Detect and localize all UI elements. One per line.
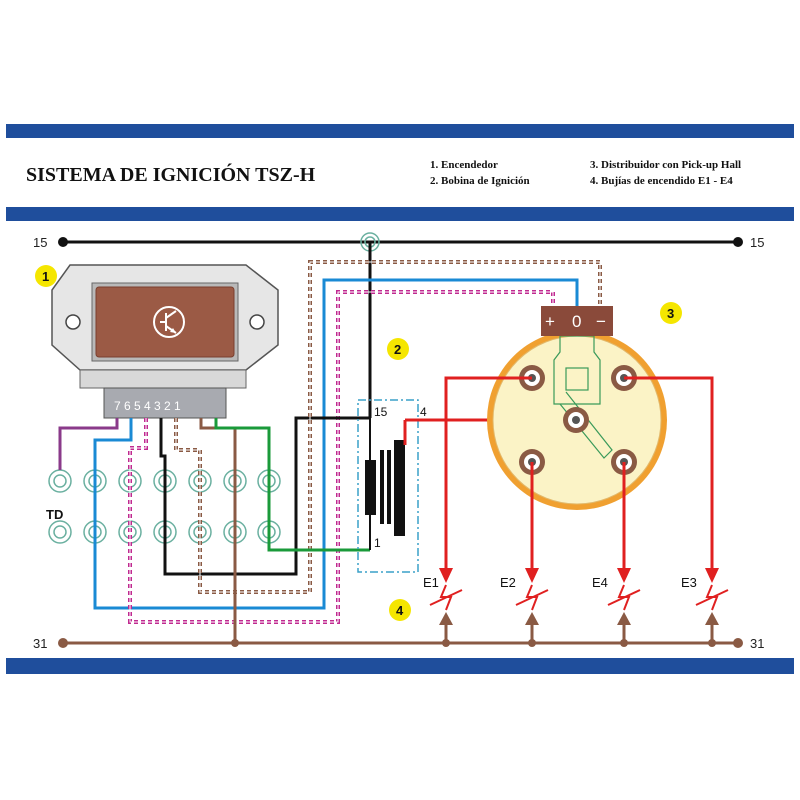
rail-31-right-label: 31 xyxy=(750,636,764,651)
coil-enclosure xyxy=(357,399,419,573)
spark-plug-icon xyxy=(429,584,463,647)
plug-label-e3: E3 xyxy=(681,575,697,590)
rail-31-left-terminal xyxy=(58,638,68,648)
coil-terminal-1: 1 xyxy=(374,536,381,550)
svg-text:3: 3 xyxy=(667,306,674,321)
callout-4: 4 xyxy=(389,599,411,621)
transistor-icon xyxy=(153,306,185,338)
svg-text:2: 2 xyxy=(394,342,401,357)
legend-item-4: 4. Bujías de encendido E1 - E4 xyxy=(590,175,733,187)
lead-e3-arrow xyxy=(705,568,719,583)
plug-label-e2: E2 xyxy=(500,575,516,590)
wire-pin7-purple xyxy=(58,418,119,470)
callout-3: 3 xyxy=(660,302,682,324)
callout-2: 2 xyxy=(387,338,409,360)
header-band xyxy=(6,207,794,221)
distributor-terminal-center xyxy=(563,407,589,433)
top-band xyxy=(6,124,794,138)
plug-label-e4: E4 xyxy=(592,575,608,590)
wire-pin1-green xyxy=(214,418,370,552)
spark-plug-icon xyxy=(515,584,549,647)
module-pin-labels: 7 6 5 4 3 2 1 xyxy=(114,399,181,413)
page-title: SISTEMA DE IGNICIÓN TSZ-H xyxy=(26,162,316,186)
lead-e3 xyxy=(624,376,714,572)
ignition-module xyxy=(51,264,279,419)
svg-text:1: 1 xyxy=(42,269,49,284)
coil-terminal-15: 15 xyxy=(374,405,388,419)
lead-e1 xyxy=(444,376,532,572)
bottom-band xyxy=(6,658,794,674)
hall-zero: 0 xyxy=(572,312,581,331)
rail-15-left-terminal xyxy=(58,237,68,247)
rail-31-left-label: 31 xyxy=(33,636,47,651)
wire-pin6-blue xyxy=(93,278,579,610)
spark-plug-icon xyxy=(695,584,729,647)
legend-item-1: 1. Encendedor xyxy=(430,159,498,171)
ground-junction xyxy=(231,639,239,647)
lead-e2-arrow xyxy=(525,568,539,583)
lead-e4-arrow xyxy=(617,568,631,583)
spark-plug-icon xyxy=(607,584,641,647)
wire-pin3-brown-core xyxy=(175,261,601,593)
ignition-coil xyxy=(365,418,407,550)
svg-text:4: 4 xyxy=(396,603,404,618)
rail-15-left-label: 15 xyxy=(33,235,47,250)
lead-e1-arrow xyxy=(439,568,453,583)
legend-item-3: 3. Distribuidor con Pick-up Hall xyxy=(590,159,741,171)
td-label: TD xyxy=(46,507,63,522)
rail-15-right-label: 15 xyxy=(750,235,764,250)
wire-pin4-black xyxy=(159,416,370,576)
hall-plus: + xyxy=(545,312,555,331)
hall-minus: − xyxy=(596,312,606,331)
plug-label-e1: E1 xyxy=(423,575,439,590)
legend-item-2: 2. Bobina de Ignición xyxy=(430,175,530,187)
callout-1: 1 xyxy=(35,265,57,287)
rail-31-right-terminal xyxy=(733,638,743,648)
coil-terminal-4: 4 xyxy=(420,405,427,419)
rail-15-right-terminal xyxy=(733,237,743,247)
